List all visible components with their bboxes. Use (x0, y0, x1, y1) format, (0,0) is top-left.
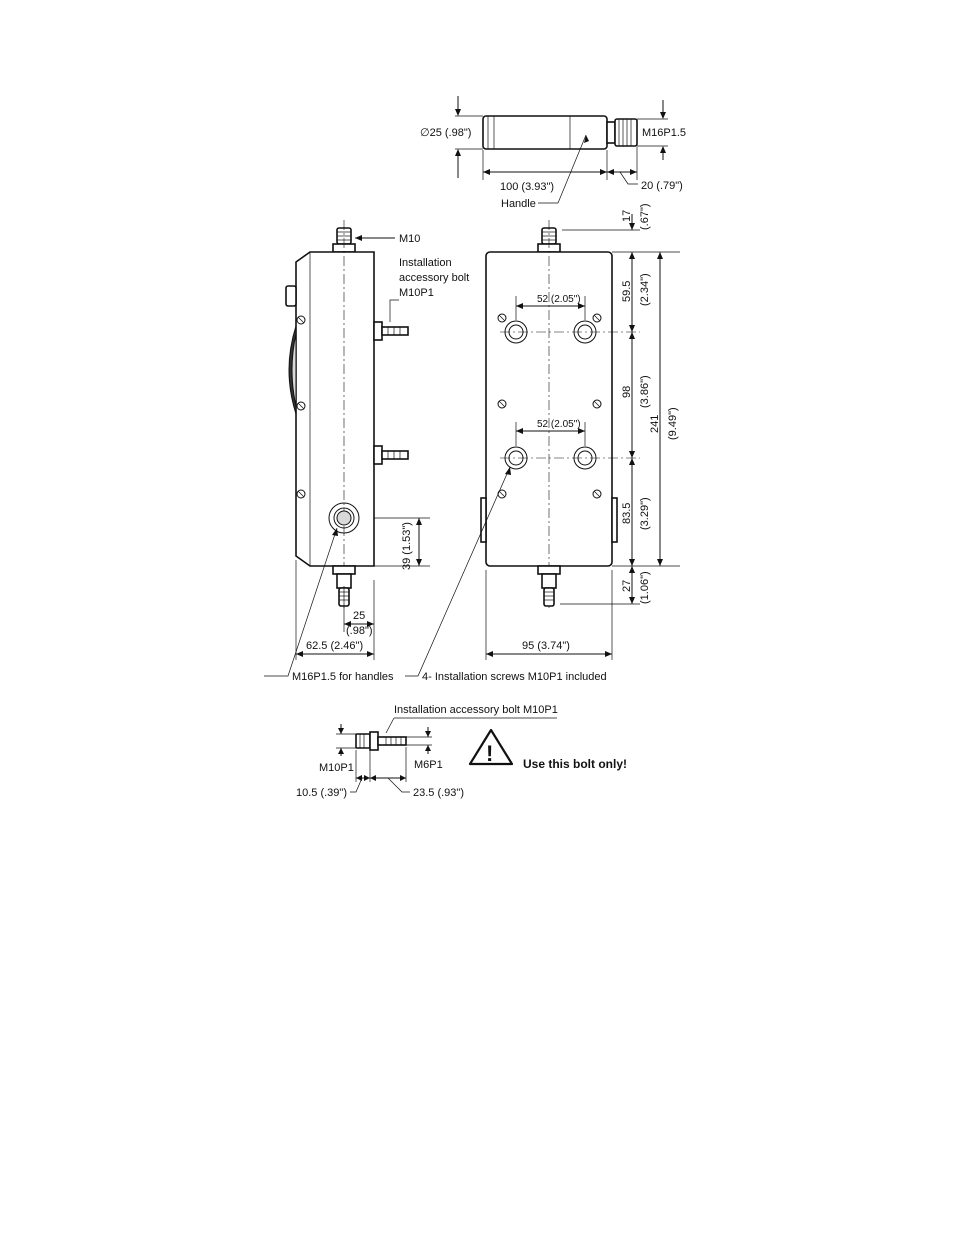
lower-spacing-label: 52 (2.05") (537, 419, 581, 430)
bolt-detail: Installation accessory bolt M10P1 M10P1 … (296, 704, 627, 799)
handle-hole (328, 502, 360, 534)
width-label: 95 (3.74") (522, 640, 570, 652)
bolt-right-thread-label: M6P1 (414, 759, 443, 771)
handle-thread-label: M16P1.5 (642, 127, 686, 139)
top-thread-label: M10 (399, 233, 420, 245)
depth-label: 62.5 (2.46") (306, 640, 363, 652)
bolt-label-line1: Installation (399, 257, 452, 269)
hole-x-in-label: (.98") (346, 625, 373, 637)
upper-gap-label: 59.5 (621, 281, 633, 302)
bolt-left-thread-label: M10P1 (319, 762, 354, 774)
front-view: 52 (2.05") 52 (2.05") 17 (.67") 59.5 (2.… (405, 203, 680, 683)
overall-in-label: (9.49") (667, 407, 679, 440)
handle-label: Handle (501, 198, 536, 210)
handle-diameter-label: ∅25 (.98") (420, 127, 471, 139)
screws-note: 4- Installation screws M10P1 included (422, 671, 607, 683)
hole-offset-label: 39 (1.53") (401, 522, 413, 570)
upper-gap-in-label: (2.34") (639, 273, 651, 306)
side-body (295, 251, 375, 567)
lower-gap-in-label: (3.29") (639, 497, 651, 530)
handle-thread-stub (606, 121, 616, 144)
handle-grip (482, 115, 608, 150)
top-offset-label: 17 (621, 210, 633, 222)
bolt-label-line3: M10P1 (399, 287, 434, 299)
bolt-shaft-length-label: 23.5 (.93") (413, 787, 464, 799)
top-offset-in-label: (.67") (639, 203, 651, 230)
hole-pitch-in-label: (3.86") (639, 375, 651, 408)
side-view: M10 Installation accessory bolt M10P1 (264, 220, 469, 683)
warning-triangle-icon: ! (468, 728, 514, 766)
bottom-offset-label: 27 (621, 580, 633, 592)
handle-length-label: 100 (3.93") (500, 181, 554, 193)
lower-gap-label: 83.5 (621, 503, 633, 524)
handle-view: ∅25 (.98") M16P1.5 100 (3.93") 20 (.79")… (420, 96, 686, 210)
handle-thread-note: M16P1.5 for handles (292, 671, 394, 683)
warning-text: Use this bolt only! (523, 757, 627, 771)
bolt-detail-title: Installation accessory bolt M10P1 (394, 704, 558, 716)
hole-x-label: 25 (353, 610, 365, 622)
bottom-offset-in-label: (1.06") (639, 571, 651, 604)
upper-spacing-label: 52 (2.05") (537, 294, 581, 305)
handle-end-length-label: 20 (.79") (641, 180, 683, 192)
hole-pitch-label: 98 (621, 386, 633, 398)
warning-symbol: ! (486, 741, 493, 766)
bolt-label-line2: accessory bolt (399, 272, 469, 284)
bolt-head-length-label: 10.5 (.39") (296, 787, 347, 799)
overall-label: 241 (649, 415, 661, 433)
